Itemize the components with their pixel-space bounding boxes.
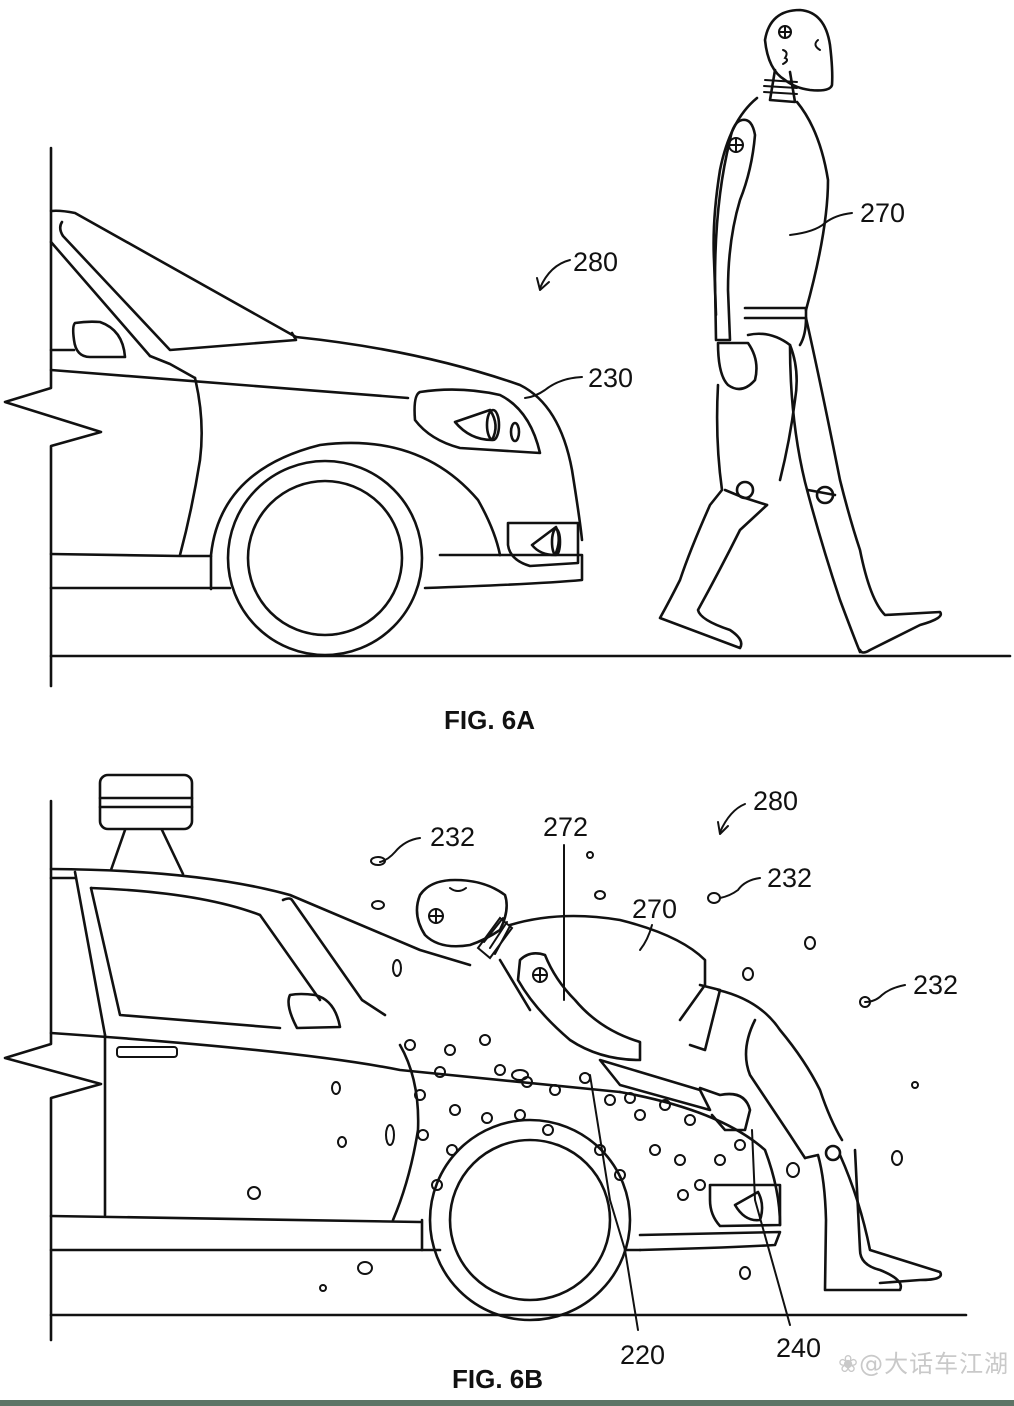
adhesive-dot	[579, 1072, 591, 1084]
adhesive-particle	[357, 1261, 373, 1275]
adhesive-dot	[634, 1109, 646, 1121]
adhesive-dot	[479, 1034, 491, 1046]
figure-caption-6b: FIG. 6B	[452, 1364, 543, 1394]
label-232: 232	[430, 822, 475, 852]
figure-6a: 280 230 270 FIG. 6A	[3, 8, 1012, 735]
adhesive-particle	[247, 1186, 261, 1200]
vehicle-230	[49, 209, 584, 657]
adhesive-dot	[481, 1112, 493, 1124]
adhesive-particle	[511, 1069, 529, 1081]
adhesive-dot	[659, 1099, 671, 1111]
adhesive-particle	[594, 890, 606, 900]
adhesive-dot	[514, 1109, 526, 1121]
label-272: 272	[543, 812, 588, 842]
adhesive-particle	[742, 967, 754, 981]
leader-230	[524, 376, 583, 399]
label-230: 230	[588, 363, 633, 393]
adhesive-dot	[624, 1092, 636, 1104]
label-280: 280	[753, 786, 798, 816]
label-232: 232	[913, 970, 958, 1000]
paw-icon: ❀	[838, 1350, 860, 1378]
adhesive-dot	[431, 1179, 443, 1191]
adhesive-dot	[677, 1189, 689, 1201]
lidar-sensor	[98, 773, 194, 831]
label-280: 280	[573, 247, 618, 277]
adhesive-dots	[404, 1034, 746, 1201]
pedestrian-270	[658, 8, 943, 654]
break-line	[3, 146, 103, 688]
adhesive-dot	[594, 1144, 606, 1156]
adhesive-dot	[444, 1044, 456, 1056]
adhesive-particle	[739, 1266, 751, 1280]
adhesive-dot	[614, 1169, 626, 1181]
adhesive-dot	[674, 1154, 686, 1166]
pedestrian-270	[415, 878, 943, 1292]
adhesive-particle	[786, 1162, 800, 1178]
vehicle-with-sensor	[49, 773, 782, 1322]
adhesive-particle	[891, 1150, 903, 1166]
adhesive-dot	[694, 1179, 706, 1191]
adhesive-dot	[549, 1084, 561, 1096]
adhesive-particle	[385, 1124, 395, 1146]
adhesive-dot	[449, 1104, 461, 1116]
adhesive-dot	[734, 1139, 746, 1151]
adhesive-particle	[331, 1081, 341, 1095]
adhesive-dot	[714, 1154, 726, 1166]
adhesive-dot	[434, 1066, 446, 1078]
adhesive-particle	[371, 900, 385, 910]
adhesive-dot	[542, 1124, 554, 1136]
adhesive-dot	[404, 1039, 416, 1051]
figure-caption-6a: FIG. 6A	[444, 705, 535, 735]
adhesive-particle	[337, 1136, 347, 1148]
leader-220	[589, 1074, 639, 1331]
adhesive-particles-232	[247, 851, 919, 1292]
figure-6b: 280 232 232 232 272 270 220 240 FIG. 6B	[3, 773, 968, 1394]
leader-270	[789, 212, 853, 236]
adhesive-particle	[804, 936, 816, 950]
watermark-text: @大话车江湖	[859, 1350, 1010, 1378]
leader-270	[639, 924, 653, 951]
watermark: ❀@大话车江湖	[838, 1344, 1009, 1379]
break-line	[3, 799, 103, 1342]
label-270: 270	[860, 198, 905, 228]
leader-280-arrow	[719, 803, 746, 833]
adhesive-dot	[494, 1064, 506, 1076]
adhesive-particle	[586, 851, 594, 859]
adhesive-dot	[649, 1144, 661, 1156]
adhesive-particle	[911, 1081, 919, 1089]
adhesive-particle	[319, 1284, 327, 1292]
leader-280-arrow	[539, 259, 571, 289]
adhesive-particle	[392, 959, 402, 977]
adhesive-dot	[684, 1114, 696, 1126]
adhesive-dot	[417, 1129, 429, 1141]
adhesive-dot	[414, 1089, 426, 1101]
label-232: 232	[767, 863, 812, 893]
adhesive-dot	[446, 1144, 458, 1156]
label-220: 220	[620, 1340, 665, 1370]
leader-240	[751, 1129, 791, 1326]
label-270: 270	[632, 894, 677, 924]
adhesive-dot	[604, 1094, 616, 1106]
adhesive-particle	[707, 892, 721, 904]
bottom-border-strip	[0, 1400, 1014, 1406]
label-240: 240	[776, 1333, 821, 1363]
